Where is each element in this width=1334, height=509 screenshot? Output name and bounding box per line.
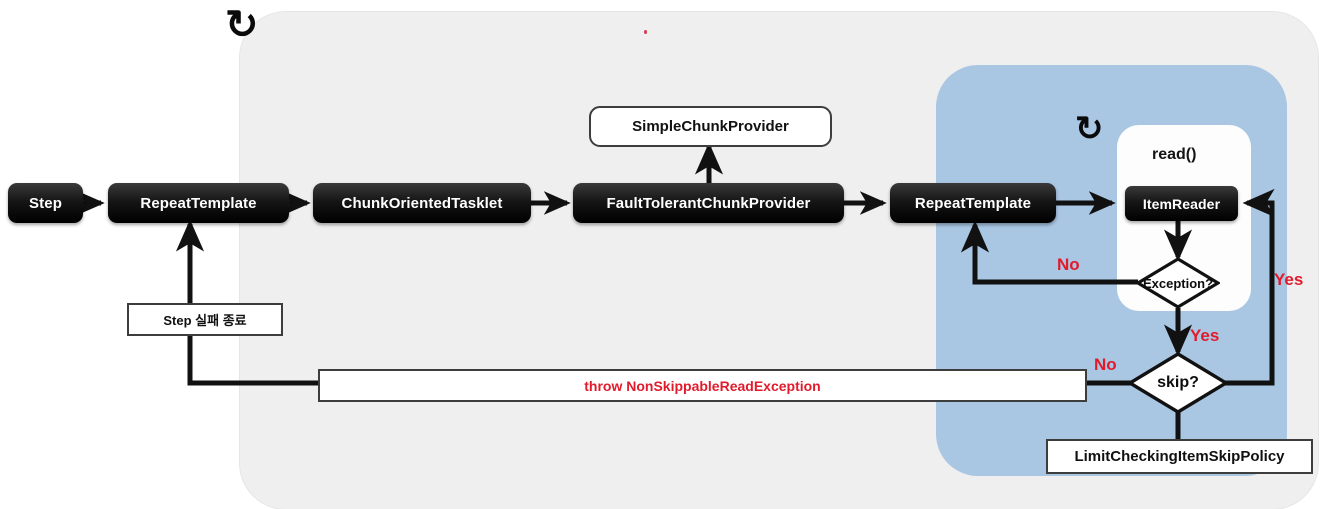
skip-diamond-shape <box>1128 352 1228 414</box>
decision-exception-label: Exception? <box>1142 275 1214 291</box>
decision-skip[interactable]: skip? <box>1128 352 1228 414</box>
node-repeat-template-outer[interactable]: RepeatTemplate <box>108 183 289 223</box>
loop-icon-outer: ↻ <box>225 3 259 47</box>
node-throw-nonskippable-read-exception[interactable]: throw NonSkippableReadException <box>318 369 1087 402</box>
node-simple-chunk-provider[interactable]: SimpleChunkProvider <box>589 106 832 147</box>
node-step-fail-end[interactable]: Step 실패 종료 <box>127 303 283 336</box>
loop-icon-inner: ↻ <box>1075 110 1104 148</box>
red-dot-marker <box>644 30 647 34</box>
label-exception-no: No <box>1057 255 1080 274</box>
label-exception-yes: Yes <box>1274 270 1304 289</box>
decision-exception[interactable]: Exception? <box>1136 257 1220 309</box>
node-limit-checking-item-skip-policy[interactable]: LimitCheckingItemSkipPolicy <box>1046 439 1313 474</box>
node-step[interactable]: Step <box>8 183 83 223</box>
label-skip-yes: Yes <box>1190 326 1220 345</box>
node-chunk-oriented-tasklet[interactable]: ChunkOrientedTasklet <box>313 183 531 223</box>
exception-diamond-shape <box>1136 257 1220 309</box>
decision-skip-label: skip? <box>1157 374 1199 391</box>
node-fault-tolerant-chunk-provider[interactable]: FaultTolerantChunkProvider <box>573 183 844 223</box>
label-skip-no: No <box>1094 355 1117 374</box>
node-repeat-template-inner[interactable]: RepeatTemplate <box>890 183 1056 223</box>
label-read-call: read() <box>1152 146 1197 163</box>
node-item-reader[interactable]: ItemReader <box>1125 186 1238 221</box>
